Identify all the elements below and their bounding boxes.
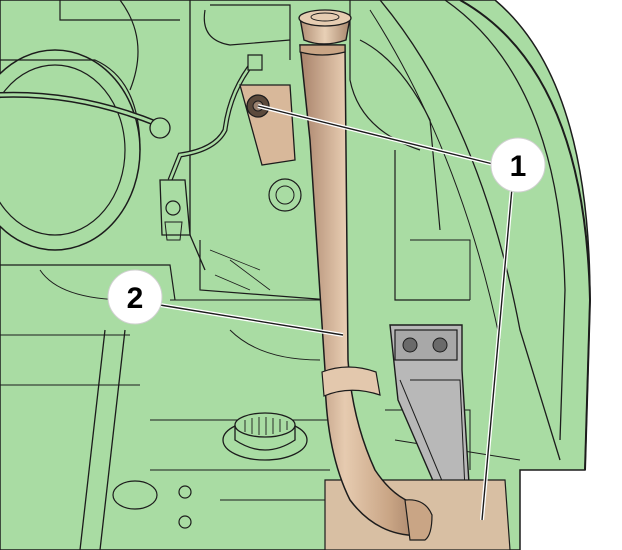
callout-1: 1: [490, 137, 546, 193]
floor-bolts: [112, 480, 192, 529]
lower-structure: [0, 240, 521, 550]
callout-2-label: 2: [127, 282, 144, 315]
upper-structure: [59, 0, 471, 301]
callout-2: 2: [107, 269, 163, 325]
leader-lines: [159, 104, 514, 521]
callout-1-label: 1: [510, 150, 527, 183]
filler-pipe: [298, 9, 511, 550]
round-housing: [0, 49, 171, 251]
wiring-harness: [159, 54, 263, 241]
reservoir-cap: [222, 412, 308, 461]
